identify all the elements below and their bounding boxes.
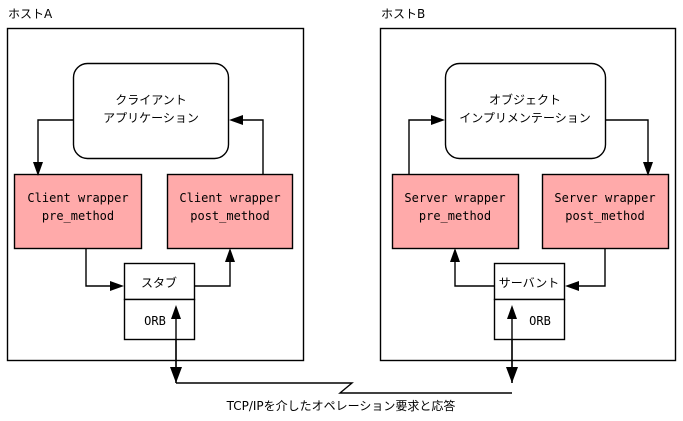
client-application-box: [72, 62, 230, 160]
arrowhead-app-to-client-pre: [33, 162, 43, 176]
arrow-object-to-server-post: [605, 119, 649, 167]
server-wrapper-post-box: [541, 173, 670, 250]
arrow-server-post-to-servant: [574, 248, 606, 287]
arrow-stub-to-client-post: [194, 257, 231, 287]
arrowhead-server-pre-to-object: [431, 115, 445, 125]
servant-box: [493, 262, 566, 301]
arrowhead-client-orb-to-network: [170, 367, 182, 383]
arrowhead-client-pre-to-stub: [110, 281, 124, 291]
arrow-client-pre-to-stub: [85, 248, 115, 287]
client-wrapper-post-line1: Client wrapper: [179, 191, 280, 205]
arrowhead-server-post-to-servant: [565, 281, 579, 291]
client-wrapper-pre-box: [13, 173, 143, 250]
arrow-servant-to-server-pre: [454, 257, 495, 287]
network-bus-line: [176, 382, 512, 394]
object-implementation-box: [444, 62, 607, 160]
server-wrapper-post-line1: Server wrapper: [554, 191, 655, 205]
server-orb-label: ORB: [529, 314, 551, 328]
stub-box: [123, 262, 196, 301]
client-wrapper-post-line2: post_method: [190, 209, 269, 223]
object-implementation-label-line1: オブジェクト: [489, 92, 561, 107]
client-wrapper-pre-line2: pre_method: [42, 209, 114, 223]
arrow-app-to-client-pre: [37, 119, 74, 167]
arrowhead-stub-to-client-post: [225, 248, 235, 262]
server-orb-box: [493, 298, 566, 341]
servant-label: サーバント: [499, 276, 559, 290]
arrowhead-object-to-server-post: [643, 162, 653, 176]
object-implementation-label-line2: インプリメンテーション: [459, 111, 590, 125]
stub-label: スタブ: [141, 275, 177, 290]
host-b-label: ホストB: [381, 7, 425, 21]
arrow-client-post-to-app: [238, 119, 264, 175]
client-wrapper-pre-line1: Client wrapper: [27, 191, 128, 205]
client-orb-box: [123, 298, 196, 341]
network-caption: TCP/IPを介したオペレーション要求と応答: [226, 398, 456, 413]
arrowhead-servant-to-server-pre: [450, 248, 460, 262]
host-a-frame: [6, 27, 305, 362]
host-a-label: ホストA: [8, 7, 53, 21]
server-wrapper-post-line2: post_method: [565, 209, 644, 223]
server-wrapper-pre-line1: Server wrapper: [404, 191, 505, 205]
arrow-server-pre-to-object: [408, 119, 436, 175]
server-wrapper-pre-box: [391, 173, 520, 250]
arrowhead-network-to-client-orb: [171, 305, 181, 319]
arrowhead-server-orb-to-network: [506, 367, 518, 383]
client-application-label-line2: アプリケーション: [103, 111, 199, 125]
server-wrapper-pre-line2: pre_method: [419, 209, 491, 223]
client-orb-label: ORB: [144, 314, 166, 328]
arrowhead-network-to-server-orb: [507, 305, 517, 319]
client-application-label-line1: クライアント: [115, 93, 187, 107]
arrowhead-client-post-to-app: [229, 115, 243, 125]
client-wrapper-post-box: [166, 173, 294, 250]
host-b-frame: [379, 27, 677, 362]
